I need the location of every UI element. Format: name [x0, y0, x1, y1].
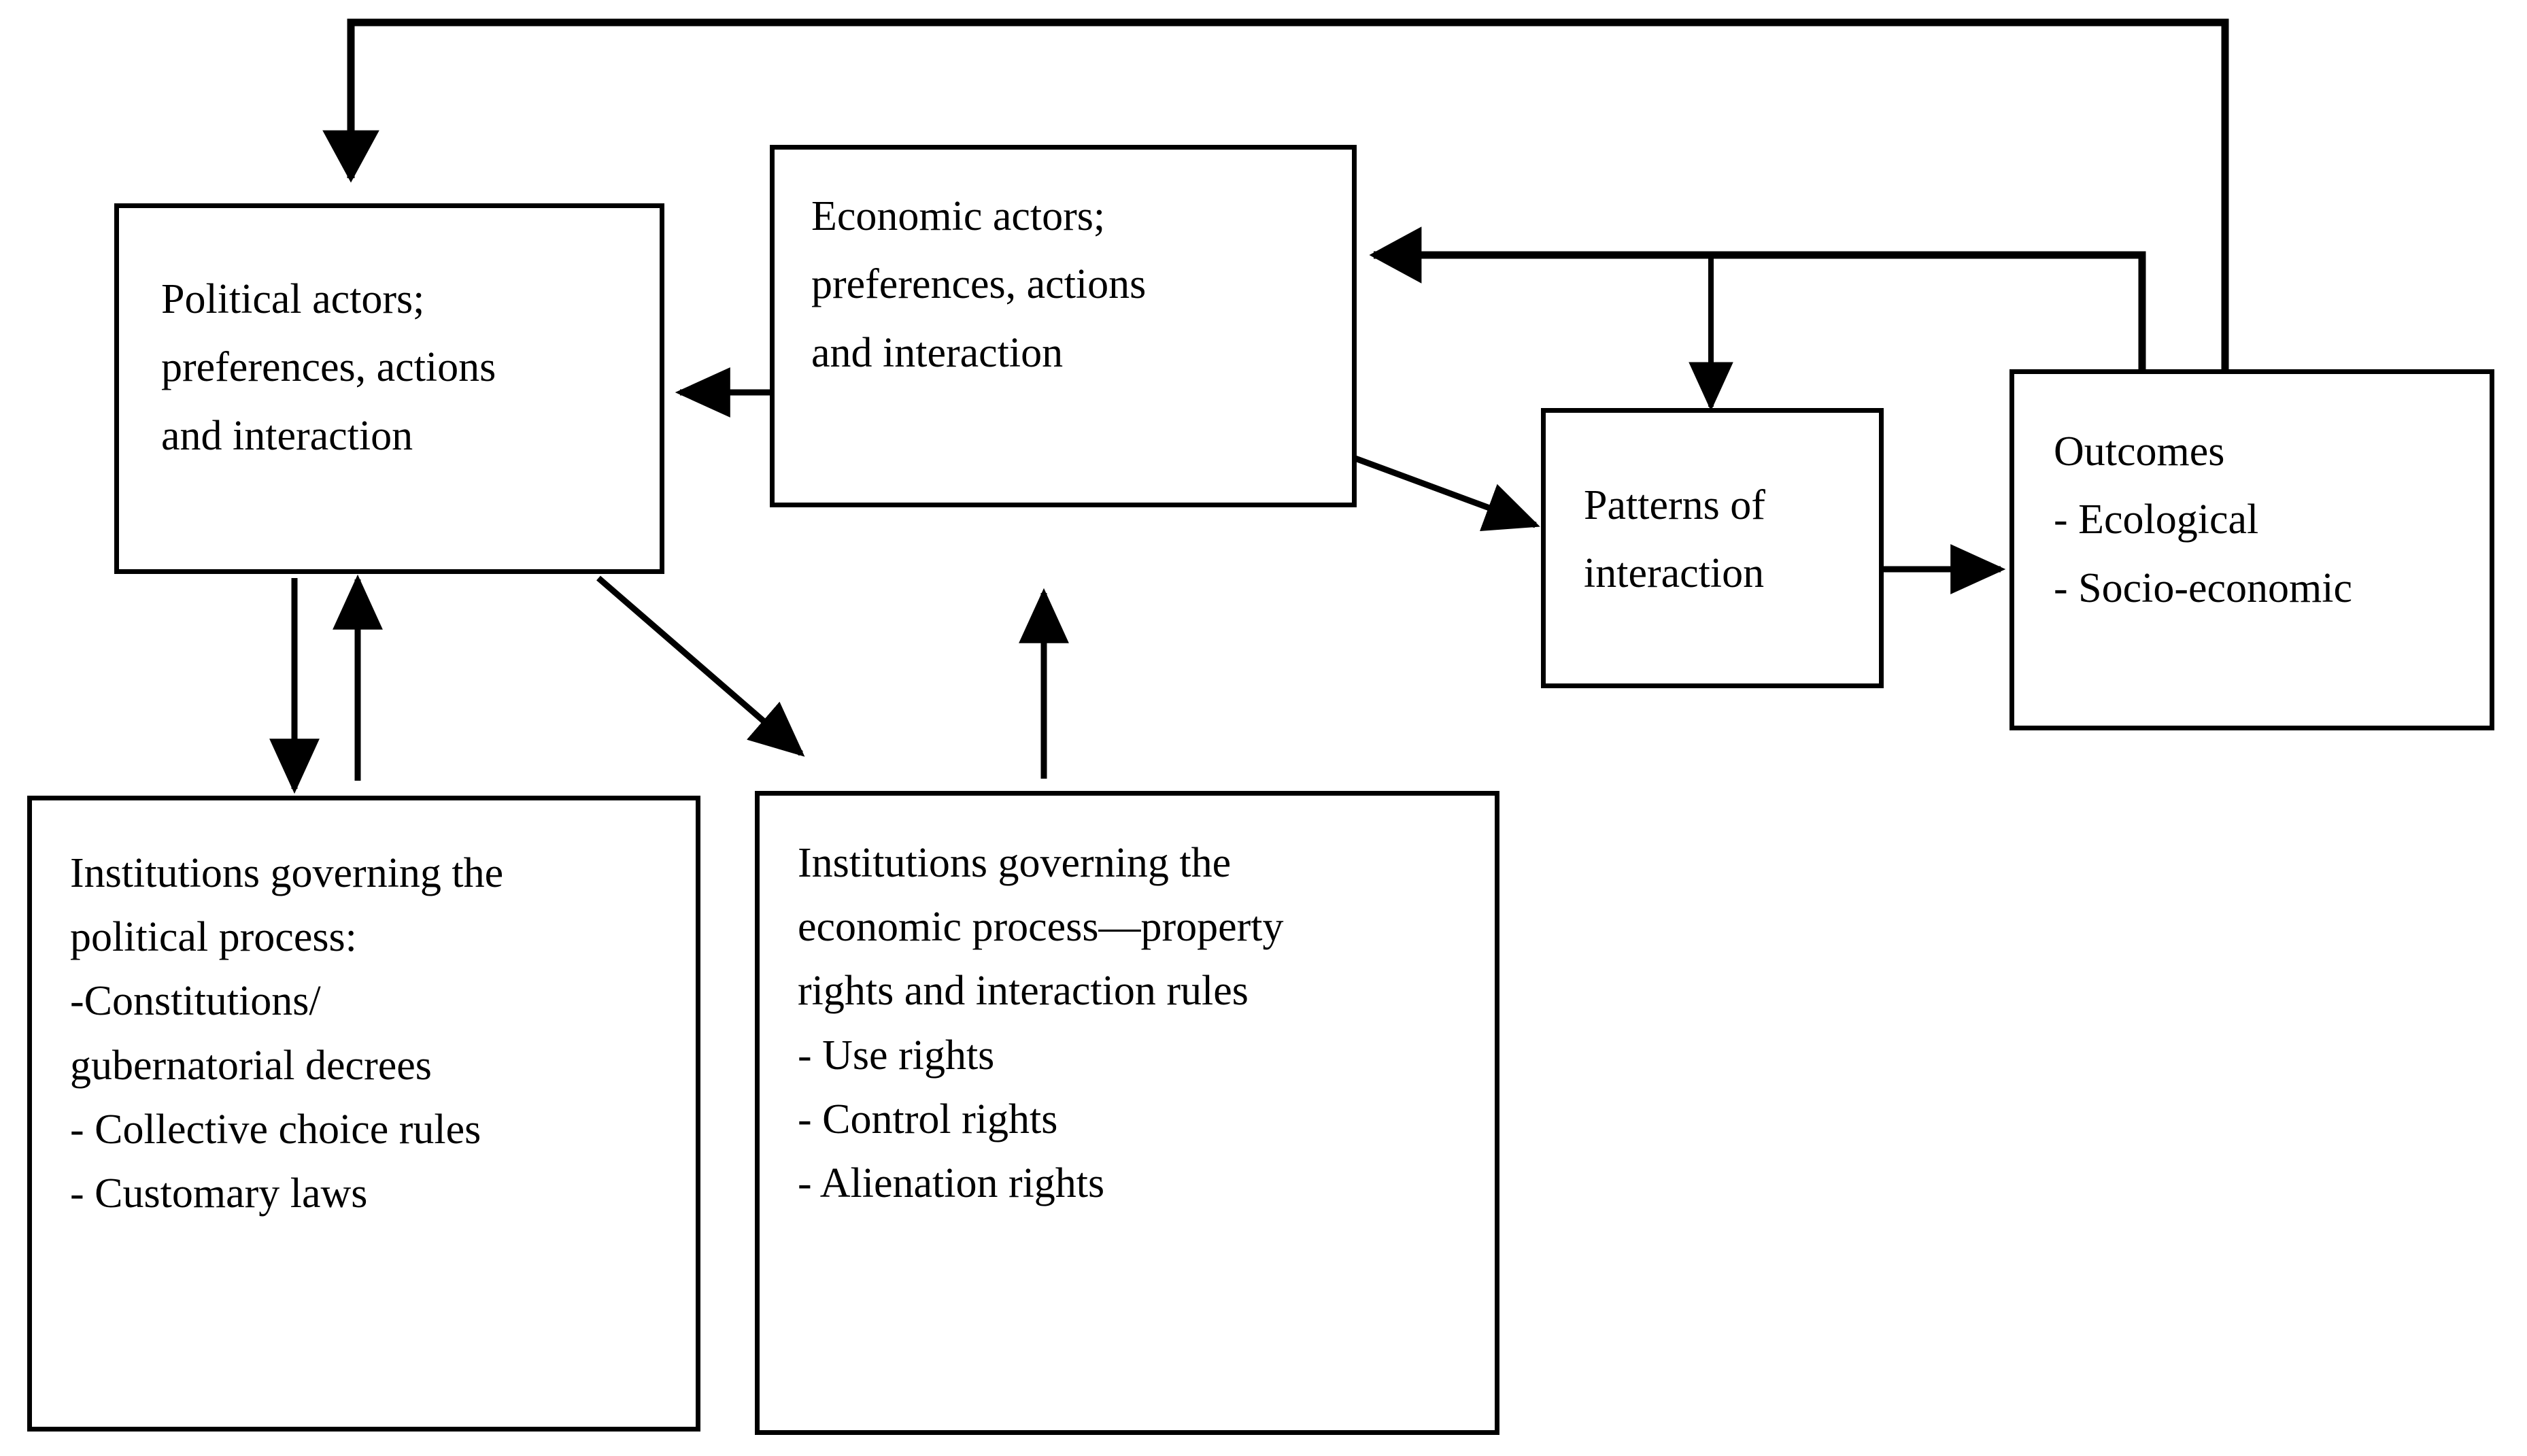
node-patterns-of-interaction-label: Patterns of interaction — [1584, 482, 1765, 597]
node-patterns-of-interaction[interactable]: Patterns of interaction — [1541, 408, 1884, 688]
node-political-institutions-label: Institutions governing the political pro… — [70, 850, 504, 1217]
node-political-actors[interactable]: Political actors; preferences, actions a… — [114, 203, 664, 574]
edge-outcomes-to-economic — [1369, 226, 2146, 371]
node-economic-actors[interactable]: Economic actors; preferences, actions an… — [770, 145, 1357, 507]
node-economic-institutions-label: Institutions governing the economic proc… — [798, 840, 1284, 1207]
edge-political-to-economic-inst — [596, 575, 805, 757]
node-outcomes[interactable]: Outcomes - Ecological - Socio-economic — [2009, 369, 2494, 730]
node-economic-actors-label: Economic actors; preferences, actions an… — [811, 193, 1147, 376]
node-economic-institutions[interactable]: Institutions governing the economic proc… — [755, 791, 1499, 1435]
node-political-institutions[interactable]: Institutions governing the political pro… — [27, 796, 700, 1432]
edge-economic-to-patterns — [1346, 452, 1540, 532]
node-outcomes-label: Outcomes - Ecological - Socio-economic — [2054, 428, 2353, 611]
node-political-actors-label: Political actors; preferences, actions a… — [161, 276, 496, 459]
